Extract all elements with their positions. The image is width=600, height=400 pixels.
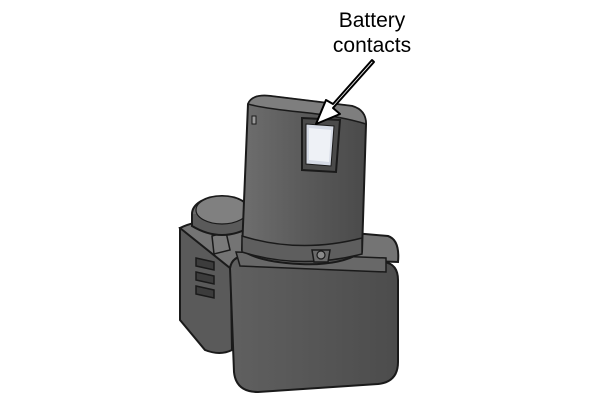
battery-contacts	[301, 116, 342, 174]
callout-label: Battery contacts	[312, 8, 432, 58]
screw	[311, 249, 331, 263]
callout-arrow	[315, 59, 375, 125]
vent-grill	[195, 257, 215, 299]
callout-label-line1: Battery	[338, 9, 406, 32]
round-cap	[191, 195, 253, 236]
callout-label-line2: contacts	[332, 34, 412, 57]
